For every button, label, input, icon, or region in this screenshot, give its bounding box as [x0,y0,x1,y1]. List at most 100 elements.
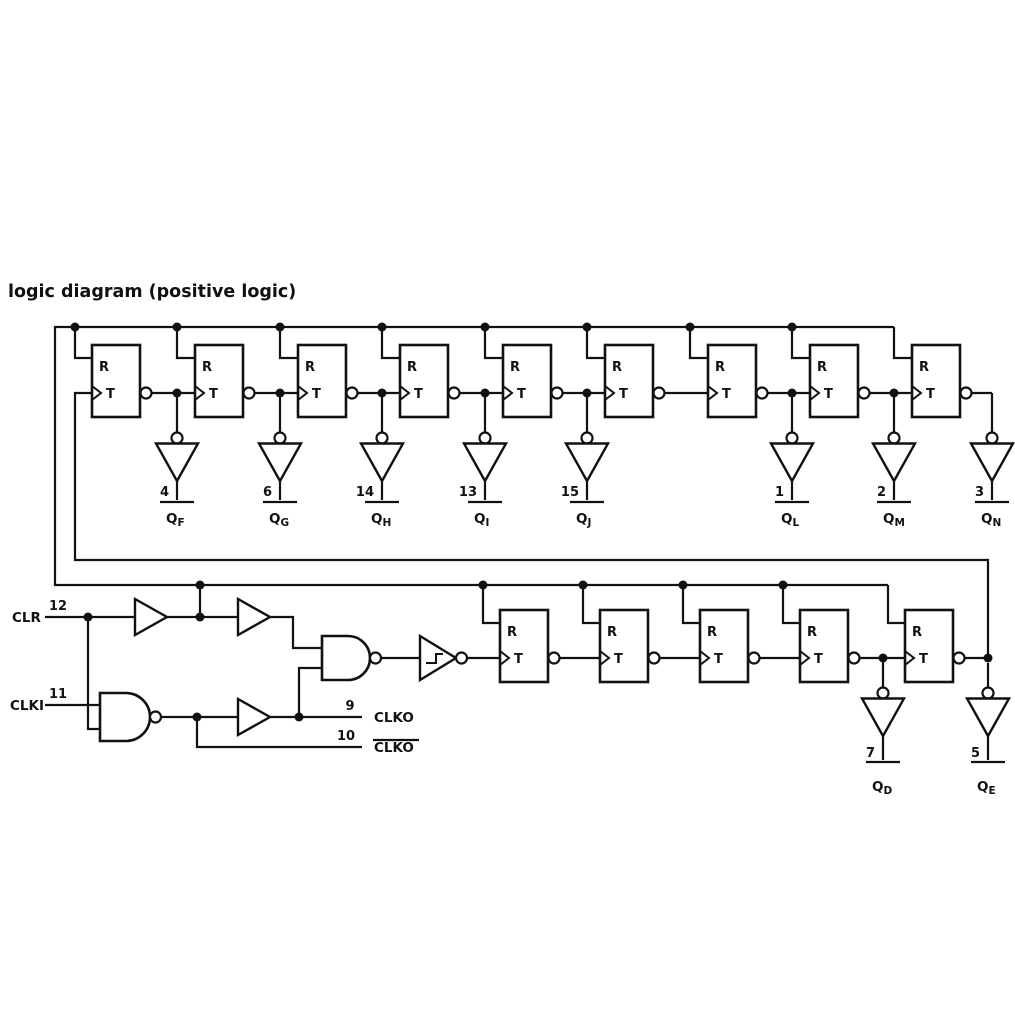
reset-label: R [919,360,929,375]
junction-dot [478,580,488,590]
toggle-label: T [517,387,526,402]
flipflop-stage: R T [498,608,561,684]
reset-label: R [807,625,817,640]
output-label: QN [981,511,1001,529]
inverted-output-bubble [550,386,564,400]
pin-number: 13 [459,485,477,500]
clock-nand-gate [98,691,152,743]
clki-pin-number: 11 [49,687,67,702]
output-label: QI [474,511,489,529]
output-label: QM [883,511,905,529]
flipflop-stage: R T [598,608,661,684]
buffer-triangle [964,697,1012,739]
clock-edge-icon [499,650,511,666]
output-buffer-qf: 4 QF [153,393,201,529]
reset-label: R [407,360,417,375]
pin-number: 14 [356,485,374,500]
output-buffer-qh: 14 QH [356,393,406,529]
toggle-label: T [106,387,115,402]
output-buffer-ql: 1 QL [768,393,816,529]
clock-buffer [236,696,273,738]
flipflop-box [603,343,655,419]
junction-dot [192,712,202,722]
buffer-triangle [563,442,611,484]
clr-buffer-2 [236,596,273,638]
clko-pin-number: 9 [345,699,354,714]
hysteresis-icon [426,653,443,664]
junction-dot [778,580,788,590]
toggle-label: T [619,387,628,402]
flipflop-stage: R T [808,343,871,419]
pin-number: 15 [561,485,579,500]
output-buffer-qj: 15 QJ [561,393,611,529]
junction-dot [678,580,688,590]
flipflop-stage: R T [193,343,256,419]
clr-label: CLR [12,610,42,626]
clr-pin-number: 12 [49,599,67,614]
clko-bar-pin-number: 10 [337,729,355,744]
clr-buffer-1 [133,596,170,638]
flipflop-box [698,608,750,684]
schmitt-trigger [418,633,459,683]
output-label: QG [269,511,289,529]
pin-number: 3 [975,485,984,500]
flipflop-stage: R T [910,343,973,419]
buffer-triangle [859,697,907,739]
junction-dot [294,712,304,722]
flipflop-box [910,343,962,419]
flipflop-box [903,608,955,684]
flipflop-box [498,608,550,684]
junction-dot [983,653,993,663]
clko-bar-output: 10 CLKO [337,729,419,756]
output-buffer-qm: 2 QM [870,393,918,529]
output-label: QH [371,511,391,529]
toggle-label: T [614,652,623,667]
toggle-label: T [209,387,218,402]
junction-dot [787,322,797,332]
output-label: QL [781,511,799,529]
clr-input: CLR 12 [12,596,273,638]
clock-edge-icon [911,385,923,401]
toggle-label: T [414,387,423,402]
pin-number: 7 [866,746,875,761]
clock-edge-icon [699,650,711,666]
junction-dot [83,612,93,622]
clko-output: 9 CLKO [345,699,413,726]
junction-dot [582,322,592,332]
clock-edge-icon [297,385,309,401]
reset-label: R [202,360,212,375]
flipflop-box [808,343,860,419]
reset-label: R [510,360,520,375]
clock-edge-icon [809,385,821,401]
junction-dot [377,322,387,332]
toggle-label: T [312,387,321,402]
toggle-label: T [514,652,523,667]
buffer-triangle [461,442,509,484]
clki-input: CLKI 11 [10,687,273,743]
input-bubble [785,431,799,445]
flipflop-stage: R T [698,608,761,684]
reset-label: R [99,360,109,375]
clock-edge-icon [604,385,616,401]
flipflop-box [798,608,850,684]
inverted-output-bubble [447,386,461,400]
clock-edge-icon [904,650,916,666]
flipflop-stage: R T [501,343,564,419]
clko-label: CLKO [374,710,414,726]
junction-dot [685,322,695,332]
flipflop-box [501,343,553,419]
flipflop-box [398,343,450,419]
output-buffer-qi: 13 QI [459,393,509,529]
output-label: QF [166,511,185,529]
output-label: QD [872,779,892,797]
output-buffer-qn: 3 QN [968,393,1015,529]
input-bubble [273,431,287,445]
nand-output-bubble [148,710,163,724]
output-label: QJ [576,511,591,529]
junction-dot [578,580,588,590]
clock-edge-icon [599,650,611,666]
junction-dot [195,580,205,590]
input-bubble [985,431,999,445]
reset-label: R [305,360,315,375]
